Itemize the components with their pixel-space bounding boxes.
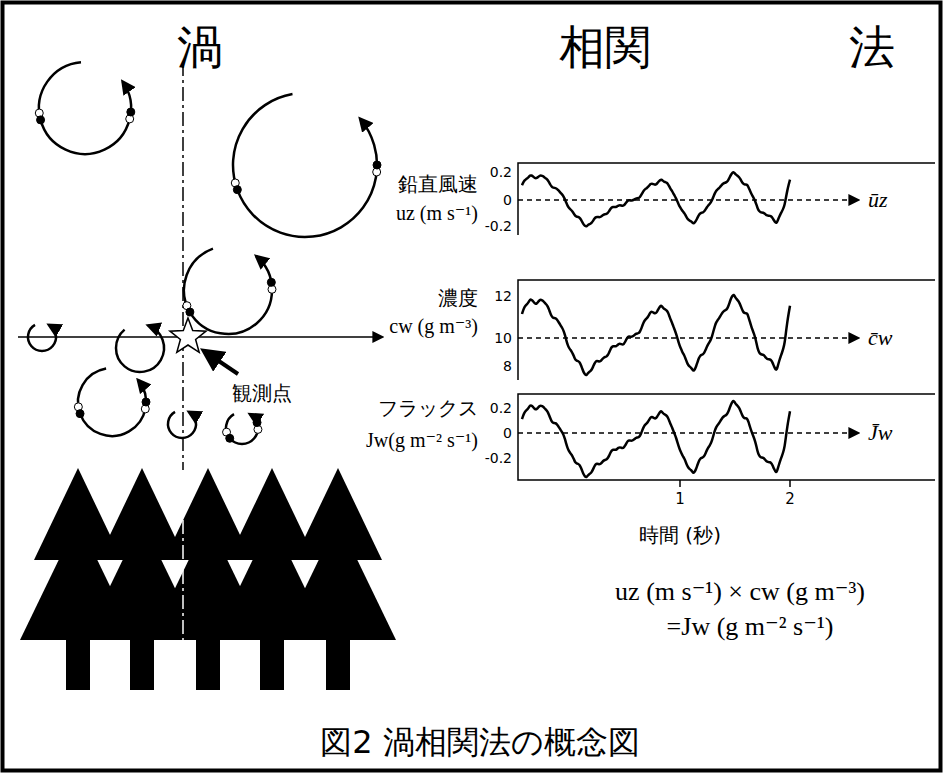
particle-dot bbox=[37, 116, 45, 124]
mean-label: c̄w bbox=[868, 325, 892, 350]
axis-title: 濃度 bbox=[438, 287, 478, 310]
particle-dot bbox=[142, 398, 150, 406]
title-part: 法 bbox=[849, 21, 895, 74]
time-series-curve bbox=[522, 172, 790, 226]
tree-trunk bbox=[326, 638, 350, 690]
caption: 図2 渦相関法の概念図 bbox=[320, 724, 640, 761]
axis-unit: uz (m s⁻¹) bbox=[396, 202, 478, 225]
eddy-arc bbox=[116, 325, 164, 372]
tree-trunk bbox=[66, 638, 90, 690]
tree-trunk bbox=[260, 638, 284, 690]
time-series-curve bbox=[522, 401, 790, 477]
mean-line bbox=[518, 337, 858, 339]
particle-dot bbox=[226, 434, 234, 442]
eddy-arc bbox=[28, 325, 56, 351]
eddies bbox=[28, 62, 381, 444]
eddy-arc bbox=[168, 412, 196, 438]
axis-title: 鉛直風速 bbox=[398, 173, 478, 196]
title-part: 渦 bbox=[177, 21, 223, 74]
particle-dot bbox=[127, 108, 135, 116]
tick-label: 1 bbox=[675, 491, 685, 508]
mean-line bbox=[518, 432, 858, 434]
tree-trunk bbox=[196, 638, 220, 690]
point-label: 観測点 bbox=[232, 382, 292, 405]
particle-dot bbox=[267, 278, 275, 286]
tick-label: 0 bbox=[503, 192, 512, 208]
tick-label: -0.2 bbox=[485, 218, 512, 234]
tick-label: -0.2 bbox=[485, 450, 512, 466]
tree-upper bbox=[294, 468, 382, 560]
time-series bbox=[522, 172, 790, 477]
tick-label: 0 bbox=[503, 425, 512, 441]
axis-title: 時間 (秒) bbox=[639, 524, 721, 547]
mean-line bbox=[518, 199, 858, 201]
panel-frame bbox=[518, 280, 935, 380]
title-part: 相関 bbox=[559, 21, 651, 74]
eddy-arc bbox=[226, 414, 258, 444]
particle-dot bbox=[76, 410, 84, 418]
eddy-arc bbox=[39, 62, 131, 154]
axis-unit: cw (g m⁻³) bbox=[389, 315, 478, 338]
tick-label: 0.2 bbox=[490, 400, 512, 416]
eddy-arc bbox=[78, 369, 146, 436]
tick bbox=[679, 480, 681, 487]
mean-label: ūz bbox=[868, 187, 888, 212]
axis-unit: Jw(g m⁻² s⁻¹) bbox=[366, 429, 478, 452]
pointer-arrow bbox=[204, 351, 238, 374]
formula: uz (m s⁻¹) × cw (g m⁻³) bbox=[615, 577, 865, 607]
tick-label: 0.2 bbox=[490, 164, 512, 180]
tick-label: 10 bbox=[494, 330, 512, 346]
forest bbox=[20, 468, 396, 690]
eddy-arc bbox=[233, 94, 377, 237]
particle-dot bbox=[233, 186, 241, 194]
vertical-axis-in-forest bbox=[182, 470, 184, 690]
vertical-axis bbox=[182, 62, 184, 470]
eddy-arc bbox=[184, 249, 272, 334]
formula: =Jw (g m⁻² s⁻¹) bbox=[667, 612, 834, 642]
particle-dot bbox=[253, 419, 261, 427]
tick-label: 12 bbox=[494, 288, 512, 304]
observation-star bbox=[170, 318, 206, 352]
axis-title: フラックス bbox=[378, 397, 478, 420]
frame bbox=[3, 3, 941, 771]
tick-label: 8 bbox=[503, 358, 512, 374]
particle-dot bbox=[186, 308, 194, 316]
panel-frame bbox=[518, 394, 935, 480]
particle-dot bbox=[373, 161, 381, 169]
panel-frame bbox=[518, 163, 935, 235]
mean-label: J̄w bbox=[868, 420, 892, 445]
time-series-curve bbox=[522, 295, 790, 375]
tree-trunk bbox=[130, 638, 154, 690]
tick bbox=[789, 480, 791, 487]
tick-label: 2 bbox=[785, 491, 795, 508]
